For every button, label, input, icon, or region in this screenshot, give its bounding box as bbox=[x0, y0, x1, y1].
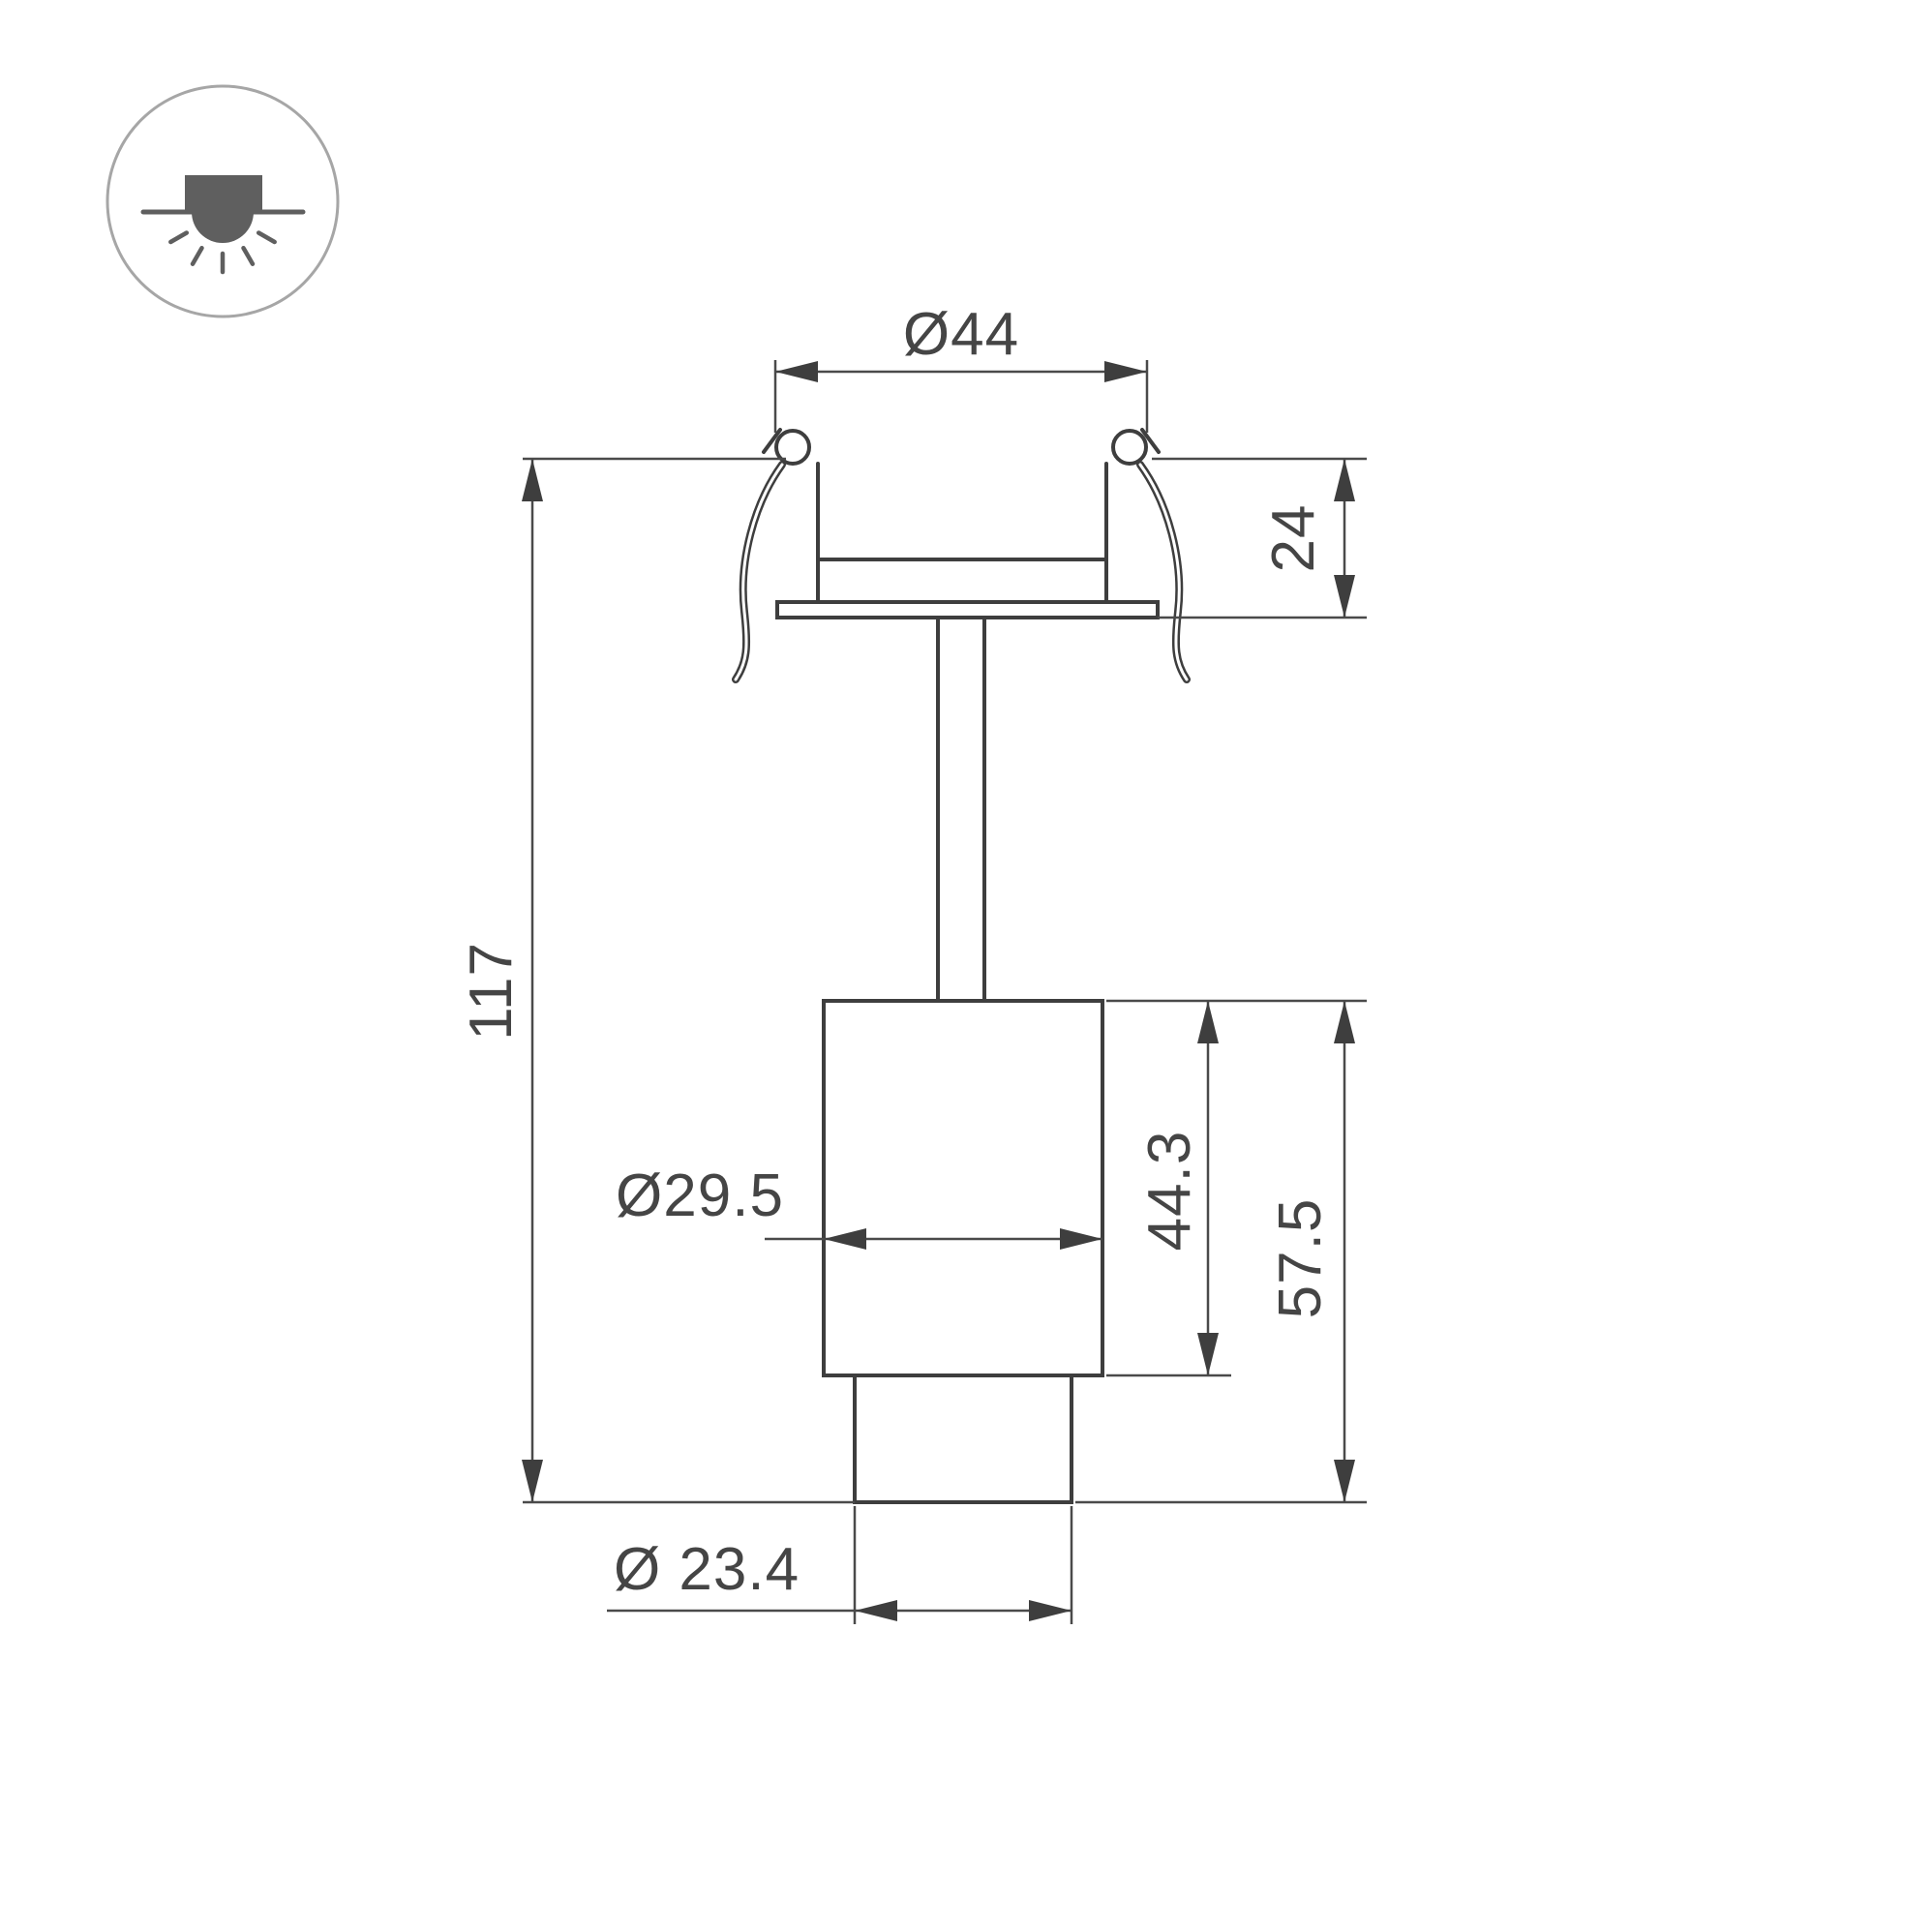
clip-wire-ends bbox=[762, 428, 1161, 454]
arrow-up-icon bbox=[1334, 459, 1355, 501]
dim-extension-lines bbox=[1152, 457, 1367, 619]
arrow-left-icon bbox=[824, 1228, 866, 1250]
dim-label-lower-height: 57.5 bbox=[1267, 1198, 1334, 1319]
dim-recess-depth: 24 bbox=[1152, 457, 1367, 619]
dim-top-diameter: Ø44 bbox=[773, 301, 1149, 433]
body-outline bbox=[822, 999, 1104, 1377]
recessed-light-icon bbox=[140, 175, 306, 275]
trim-ring bbox=[732, 428, 1191, 683]
dim-extension-lines bbox=[523, 457, 855, 1504]
arrow-left-icon bbox=[855, 1600, 897, 1621]
fixture-drawing bbox=[732, 428, 1191, 1504]
arrow-up-icon bbox=[1197, 1001, 1219, 1043]
arrow-right-icon bbox=[1104, 361, 1147, 382]
arrow-up-icon bbox=[522, 459, 543, 501]
head-outline bbox=[853, 1374, 1073, 1504]
dim-label-tip-diameter: Ø 23.4 bbox=[614, 1536, 800, 1603]
dim-body-diameter: Ø29.5 bbox=[616, 1162, 1102, 1250]
dim-extension-lines bbox=[853, 1506, 1073, 1624]
icon-light-rays bbox=[168, 230, 277, 275]
dim-overall-height: 117 bbox=[458, 457, 855, 1504]
spring-clip-right-core bbox=[1138, 463, 1189, 681]
arrow-left-icon bbox=[775, 361, 818, 382]
mounting-type-badge bbox=[106, 84, 340, 318]
dim-label-body-height: 44.3 bbox=[1136, 1131, 1203, 1252]
arrow-down-icon bbox=[1197, 1333, 1219, 1375]
trim-cup bbox=[816, 462, 1108, 604]
arrow-down-icon bbox=[1334, 1460, 1355, 1502]
icon-housing bbox=[185, 175, 262, 210]
stem-outline bbox=[936, 616, 986, 1003]
clip-pivot-right bbox=[1111, 429, 1148, 466]
spring-clip-left-core bbox=[734, 463, 784, 681]
stem bbox=[936, 616, 986, 1003]
dim-extension-lines bbox=[1106, 999, 1367, 1377]
dim-label-overall-height: 117 bbox=[458, 942, 525, 1041]
icon-dome bbox=[192, 212, 254, 243]
dim-lower-height: 57.5 bbox=[1075, 1001, 1367, 1504]
dim-label-body-diameter: Ø29.5 bbox=[616, 1162, 784, 1229]
dim-label-top-diameter: Ø44 bbox=[903, 301, 1019, 368]
arrow-right-icon bbox=[1060, 1228, 1102, 1250]
dim-label-recess-depth: 24 bbox=[1260, 504, 1327, 573]
clip-pivot-left bbox=[774, 429, 811, 466]
arrow-down-icon bbox=[1334, 575, 1355, 618]
trim-flange bbox=[775, 600, 1160, 619]
dim-tip-diameter: Ø 23.4 bbox=[607, 1506, 1073, 1624]
arrow-right-icon bbox=[1029, 1600, 1072, 1621]
lamp-head bbox=[853, 1374, 1073, 1504]
arrow-up-icon bbox=[1334, 1001, 1355, 1043]
arrow-down-icon bbox=[522, 1460, 543, 1502]
lamp-body bbox=[822, 999, 1104, 1377]
dim-body-height: 44.3 bbox=[1106, 999, 1367, 1377]
